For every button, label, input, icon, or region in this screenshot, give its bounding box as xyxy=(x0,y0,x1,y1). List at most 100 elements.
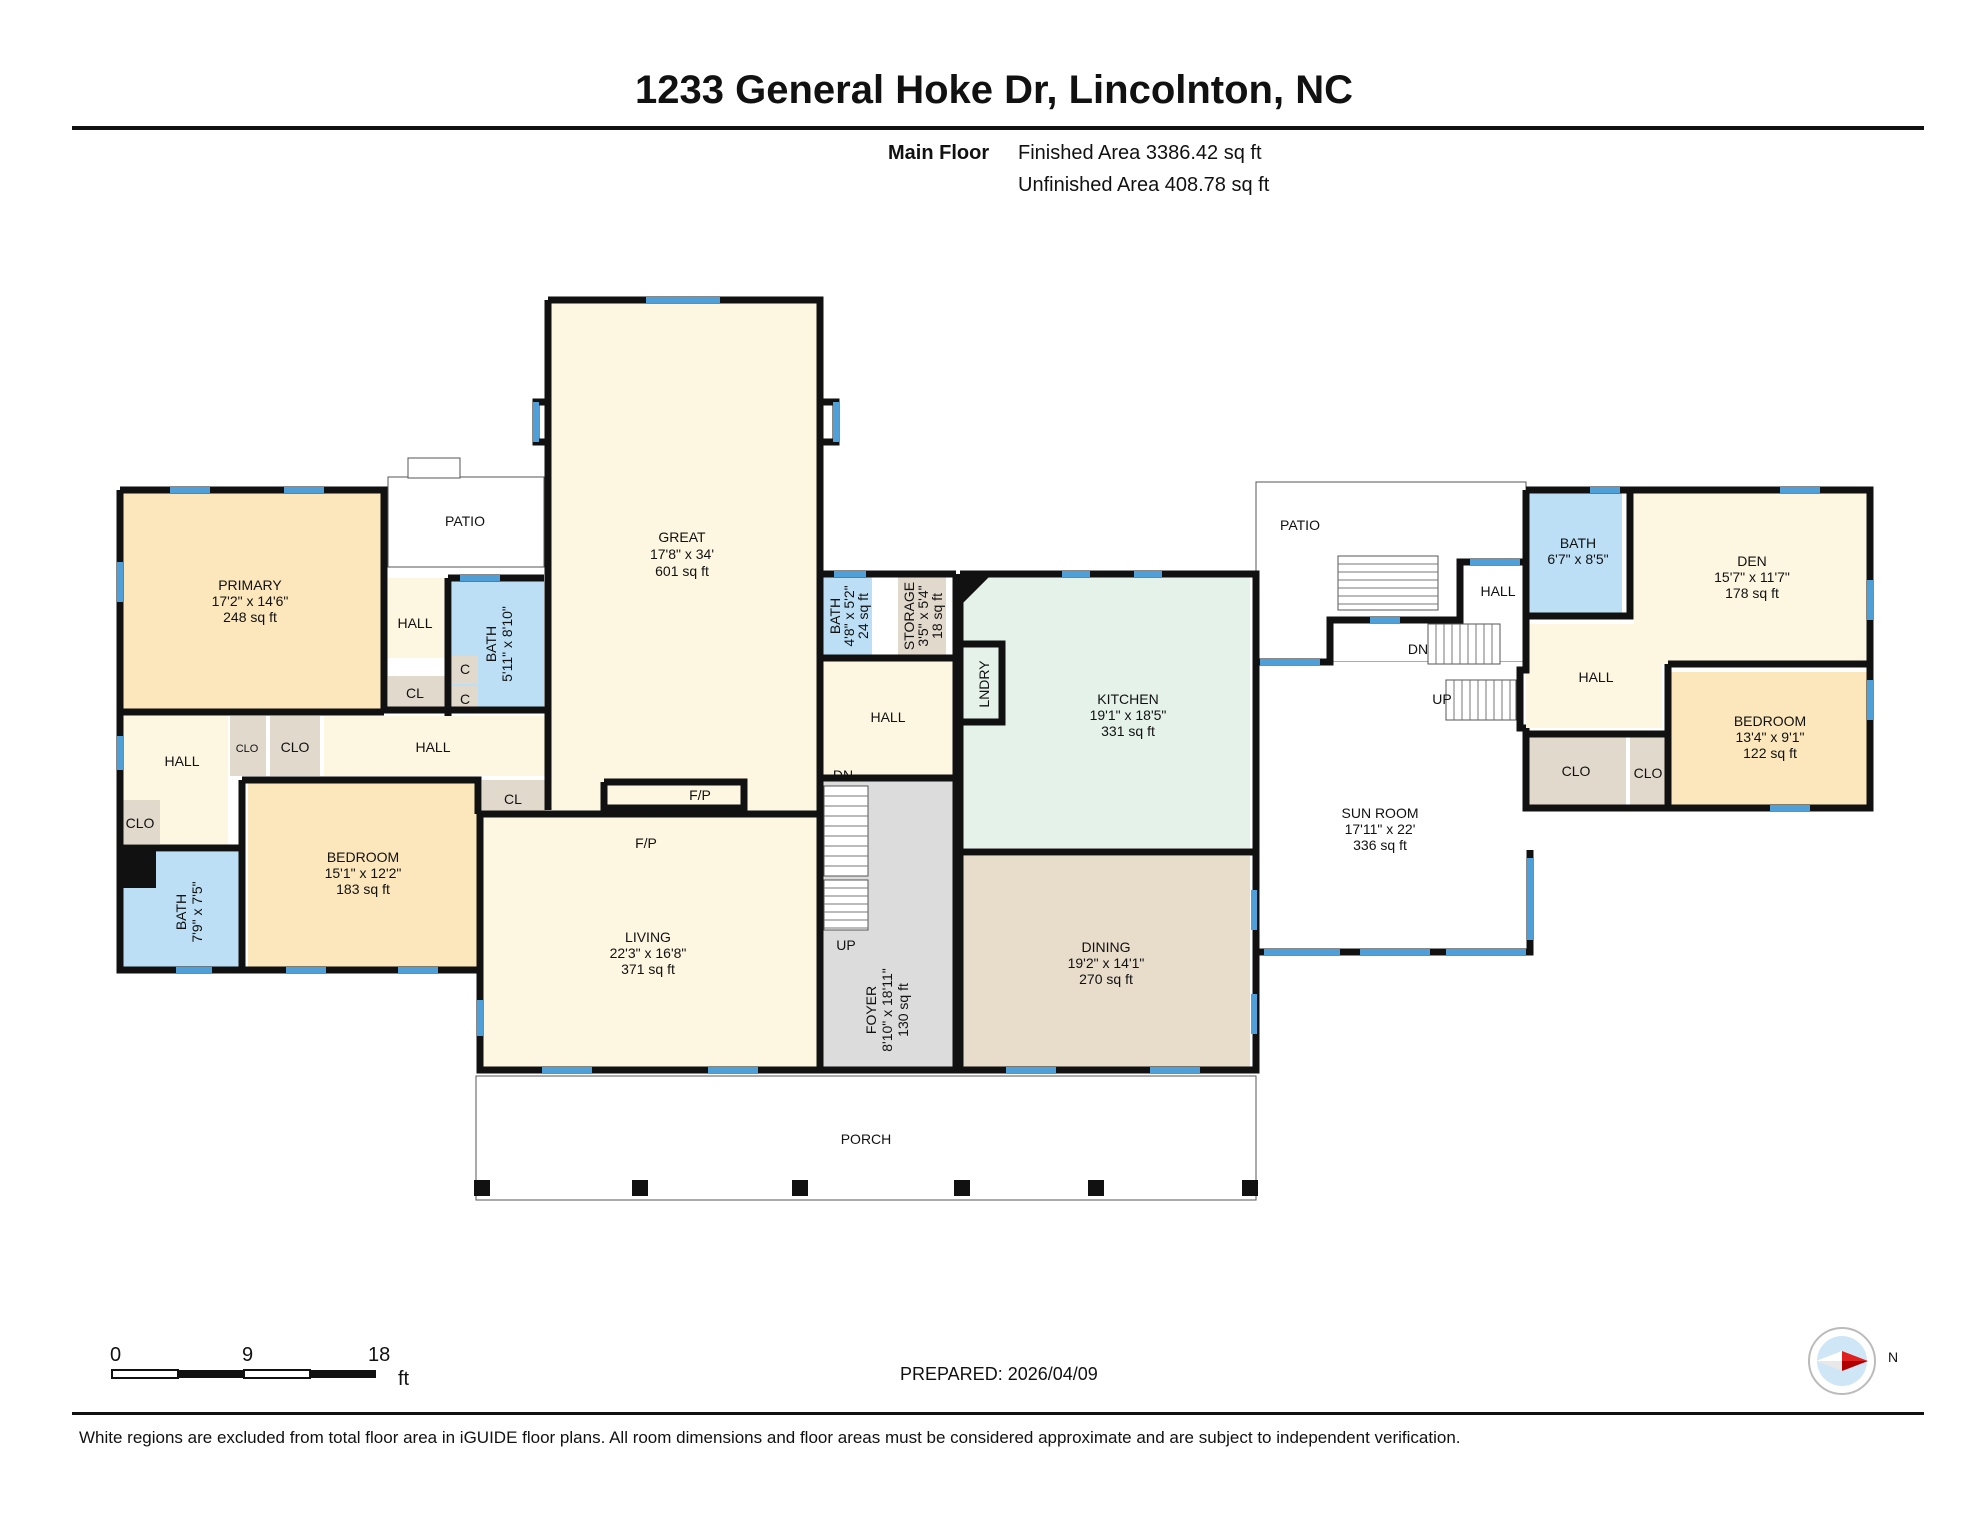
bedroom-left-dim: 15'1" x 12'2" xyxy=(325,865,402,881)
bath-center-name: BATH xyxy=(483,626,499,662)
kitchen-corner xyxy=(960,574,992,606)
compass-needle-icon xyxy=(1842,1351,1868,1361)
primary-dim: 17'2" x 14'6" xyxy=(212,593,289,609)
lndry-name: LNDRY xyxy=(976,660,992,708)
stairs-up-left: UP xyxy=(836,937,855,953)
bath-center-dim: 5'11" x 8'10" xyxy=(499,606,515,682)
hall-mid-room xyxy=(324,716,548,776)
storage-room xyxy=(898,574,946,658)
cl2-name: CL xyxy=(504,791,522,807)
dining-area: 270 sq ft xyxy=(1079,971,1133,987)
compass: N xyxy=(1806,1325,1906,1404)
kitchen-room xyxy=(960,574,1250,848)
kitchen-area: 331 sq ft xyxy=(1101,723,1155,739)
bath-small-area: 24 sq ft xyxy=(855,593,871,639)
bath-left-dim: 7'9" x 7'5" xyxy=(189,881,205,942)
hall-mid-name: HALL xyxy=(415,739,450,755)
disclaimer: White regions are excluded from total fl… xyxy=(79,1428,1461,1447)
cl1-name: CL xyxy=(406,685,424,701)
bath-small-dim: 4'8" x 5'2" xyxy=(841,585,857,646)
stairs-up-right: UP xyxy=(1432,691,1451,707)
hall-center-name: HALL xyxy=(870,709,905,725)
hall-right-room xyxy=(1526,624,1662,728)
scale-unit: ft xyxy=(398,1368,410,1390)
stair-treads xyxy=(824,563,1511,929)
sunroom-dim: 17'11" x 22' xyxy=(1345,821,1416,837)
patio-right-name: PATIO xyxy=(1280,517,1320,533)
clo-right2-room xyxy=(1630,734,1666,808)
bath-left-name: BATH xyxy=(173,894,189,930)
hall-center-room xyxy=(822,660,956,778)
storage-area: 18 sq ft xyxy=(929,593,945,639)
kitchen-dim: 19'1" x 18'5" xyxy=(1090,707,1167,723)
sunroom-area: 336 sq ft xyxy=(1353,837,1407,853)
bedroom-right-room xyxy=(1668,672,1870,808)
living-dim: 22'3" x 16'8" xyxy=(610,945,687,961)
stairs-dn-left: DN xyxy=(833,767,853,783)
hall-primary-name: HALL xyxy=(397,615,432,631)
bath-small-room xyxy=(822,574,872,658)
unfinished-area: Unfinished Area 408.78 sq ft xyxy=(1018,174,1270,196)
storage-name: STORAGE xyxy=(901,582,917,650)
den-room xyxy=(1634,490,1870,664)
cl1-room xyxy=(388,676,446,710)
great-dim: 17'8" x 34' xyxy=(650,546,714,562)
prepared-date: PREPARED: 2026/04/09 xyxy=(900,1364,1098,1384)
dining-name: DINING xyxy=(1082,939,1131,955)
patio-left-area xyxy=(387,476,545,568)
clo-small-name: CLO xyxy=(236,743,259,755)
hall-left-name: HALL xyxy=(164,753,199,769)
bath-right-room xyxy=(1526,490,1622,616)
clo-right1-room xyxy=(1526,734,1626,808)
clo-right2-name: CLO xyxy=(1634,765,1663,781)
hall-primary-room xyxy=(388,578,448,658)
bath-left-block xyxy=(120,848,156,888)
clo-bath-room xyxy=(120,800,160,844)
bedroom-left-room xyxy=(248,780,478,970)
storage-dim: 3'5" x 5'4" xyxy=(915,585,931,646)
bedroom-right-name: BEDROOM xyxy=(1734,713,1806,729)
den-dim: 15'7" x 11'7" xyxy=(1714,569,1790,585)
den-area: 178 sq ft xyxy=(1725,585,1779,601)
sunroom-name: SUN ROOM xyxy=(1342,805,1419,821)
hall-stair-name: HALL xyxy=(1480,583,1515,599)
dining-room xyxy=(960,856,1250,1070)
bedroom-right-dim: 13'4" x 9'1" xyxy=(1736,729,1805,745)
cl2-room xyxy=(482,780,546,814)
fp2-name: F/P xyxy=(635,835,657,851)
windows xyxy=(117,297,1873,1073)
clo-small-room xyxy=(230,716,266,776)
stairs-right xyxy=(1337,555,1517,721)
fp1-name: F/P xyxy=(689,787,711,803)
great-name: GREAT xyxy=(658,529,706,545)
living-room xyxy=(480,814,818,1070)
living-name: LIVING xyxy=(625,929,671,945)
clo-right1-name: CLO xyxy=(1562,763,1591,779)
scale-tick-18: 18 xyxy=(368,1344,391,1366)
dining-dim: 19'2" x 14'1" xyxy=(1068,955,1145,971)
patio-left-name: PATIO xyxy=(445,513,485,529)
stairs-left xyxy=(823,785,869,931)
bedroom-right-area: 122 sq ft xyxy=(1743,745,1797,761)
c1-name: C xyxy=(460,661,470,677)
stairs-dn-right: DN xyxy=(1408,641,1428,657)
header-rule xyxy=(72,126,1924,130)
scale-tick-0: 0 xyxy=(110,1344,122,1366)
clo-left-room xyxy=(270,716,320,776)
compass-north-label: N xyxy=(1888,1349,1899,1365)
scale-tick-9: 9 xyxy=(242,1344,254,1366)
patio-left-step xyxy=(407,457,461,479)
c1-room xyxy=(452,656,478,684)
living-area: 371 sq ft xyxy=(621,961,675,977)
porch-area xyxy=(475,1075,1257,1201)
c2-name: C xyxy=(460,691,470,707)
clo-bath-name: CLO xyxy=(126,815,155,831)
foyer-dim: 8'10" x 18'11" xyxy=(879,968,895,1052)
plan-title: 1233 General Hoke Dr, Lincolnton, NC xyxy=(635,68,1353,112)
floor-name: Main Floor xyxy=(888,142,990,164)
primary-room xyxy=(120,490,384,712)
den-name: DEN xyxy=(1737,553,1767,569)
footer-rule xyxy=(72,1412,1924,1415)
foyer-area: 130 sq ft xyxy=(895,983,911,1037)
